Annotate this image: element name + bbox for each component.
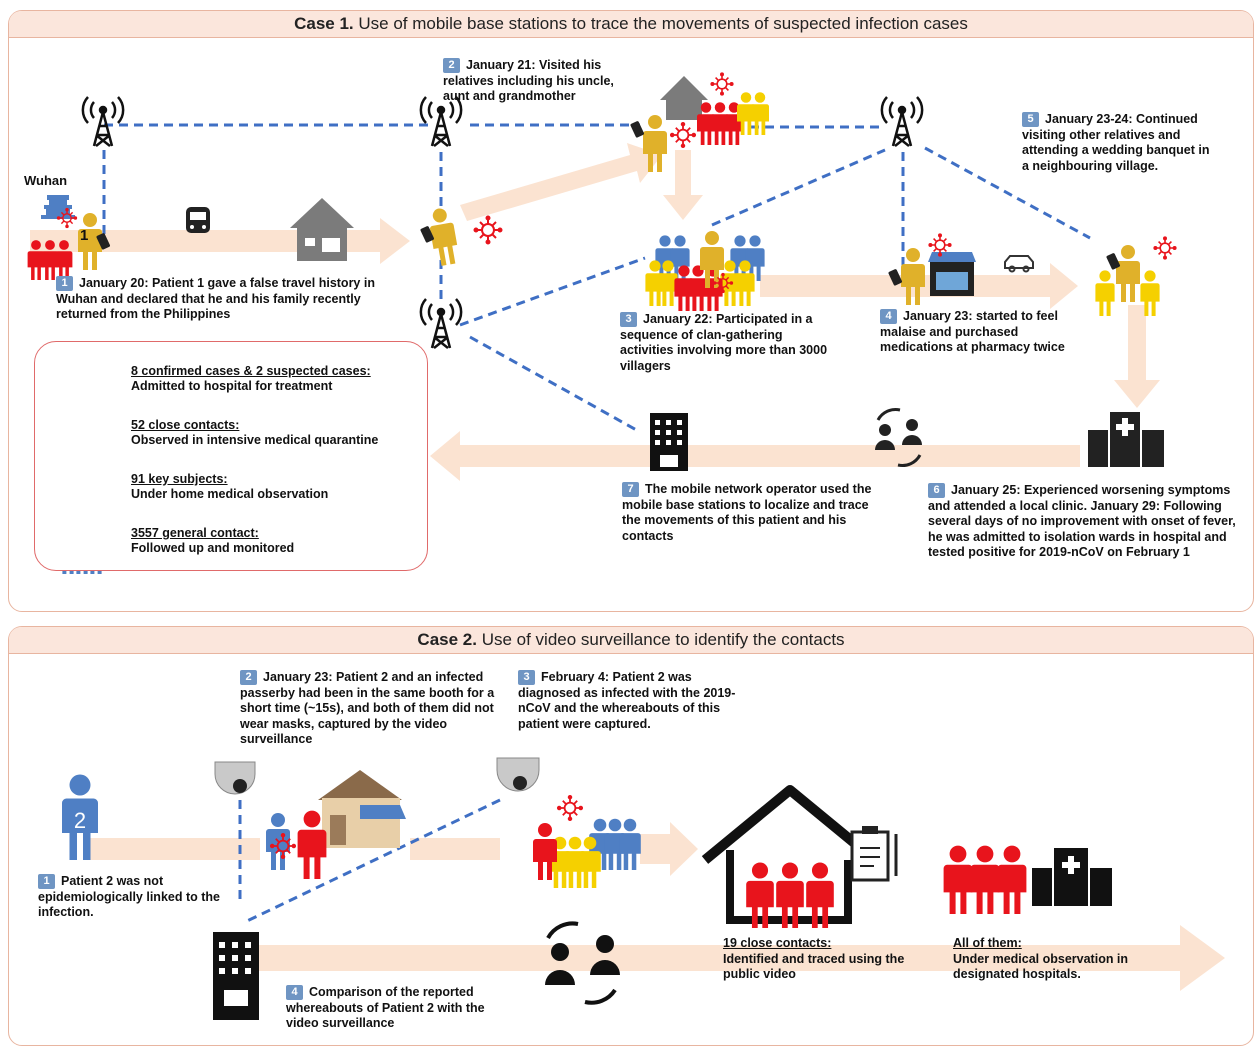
virus-icon <box>473 215 503 245</box>
quarantine-house-icon <box>701 785 879 928</box>
arrow-patient-to-booth <box>90 838 260 860</box>
patient2-number: 2 <box>74 808 86 833</box>
camera-icon-2 <box>496 757 540 792</box>
gathering-crowd-icon <box>645 231 765 311</box>
all-contacts-icon <box>943 845 1027 914</box>
step-badge: 6 <box>928 483 945 498</box>
step-badge: 4 <box>880 309 897 324</box>
patient1-number: 1 <box>80 227 89 244</box>
arrow-down-to-hospital <box>1114 305 1160 408</box>
legend-item-general-contact: 3557 general contact:Followed up and mon… <box>131 526 295 555</box>
step-badge: 1 <box>56 276 73 291</box>
virus-icon <box>669 121 697 149</box>
tower-icon-1 <box>81 95 125 148</box>
phone-icon <box>629 120 645 139</box>
arrow-booth-to-group <box>410 838 500 860</box>
step-badge: 7 <box>622 482 639 497</box>
all-of-them-note: All of them:Under medical observation in… <box>953 936 1129 981</box>
home-icon <box>290 198 354 261</box>
case2-flow-arrows <box>90 822 1225 991</box>
wuhan-label: Wuhan <box>24 173 68 188</box>
hospital-icon <box>1088 412 1164 467</box>
case2-network-lines <box>238 798 501 924</box>
case1-title: Case 1. Use of mobile base stations to t… <box>9 11 1253 38</box>
clipboard-icon <box>850 826 898 882</box>
arrow-wuhan-to-home <box>30 218 410 264</box>
step-badge: 5 <box>1022 112 1039 127</box>
arrow-to-relatives <box>460 143 662 221</box>
relatives-group-icon <box>697 72 769 145</box>
tower-icon-3 <box>880 95 924 148</box>
car-icon <box>1004 255 1034 273</box>
arrow-back-to-legend <box>430 431 1080 481</box>
step-badge: 2 <box>240 670 257 685</box>
arrow-down-to-gathering <box>663 150 703 220</box>
case2-group-icon <box>533 794 641 888</box>
wedding-group-icon <box>1095 236 1177 316</box>
step-badge: 2 <box>443 58 460 73</box>
wuhan-family-icon <box>27 240 73 280</box>
legend-item-key-subjects: 91 key subjects:Under home medical obser… <box>131 472 329 501</box>
arrow-group-to-house <box>640 822 698 876</box>
operator-building-icon-case2 <box>213 932 259 1020</box>
step-badge: 4 <box>286 985 303 1000</box>
legend-item-close-contacts: 52 close contacts:Observed in intensive … <box>131 418 379 447</box>
relatives-house-icon <box>660 76 708 120</box>
case-legend: 8 confirmed cases & 2 suspected cases:Ad… <box>34 341 428 571</box>
close-contacts-note: 19 close contacts:Identified and traced … <box>723 936 905 981</box>
pharmacy-icon <box>928 233 976 296</box>
camera-icon-1 <box>214 761 256 795</box>
case2-title: Case 2. Use of video surveillance to ide… <box>9 627 1253 654</box>
tower-icon-4 <box>419 297 463 350</box>
step-badge: 3 <box>518 670 535 685</box>
arrow-bottom-main <box>250 925 1225 991</box>
step-badge: 1 <box>38 874 55 889</box>
step-badge: 3 <box>620 312 637 327</box>
operator-building-icon <box>650 413 688 471</box>
bus-icon <box>186 207 210 233</box>
hospital-icon-case2 <box>1032 848 1112 906</box>
exchange-people-icon <box>875 408 922 467</box>
legend-item-confirmed: 8 confirmed cases & 2 suspected cases:Ad… <box>131 364 371 393</box>
case1-network-lines <box>102 123 1091 434</box>
exchange-people-icon-case2 <box>545 921 620 1005</box>
booth-shop-icon <box>318 770 406 848</box>
